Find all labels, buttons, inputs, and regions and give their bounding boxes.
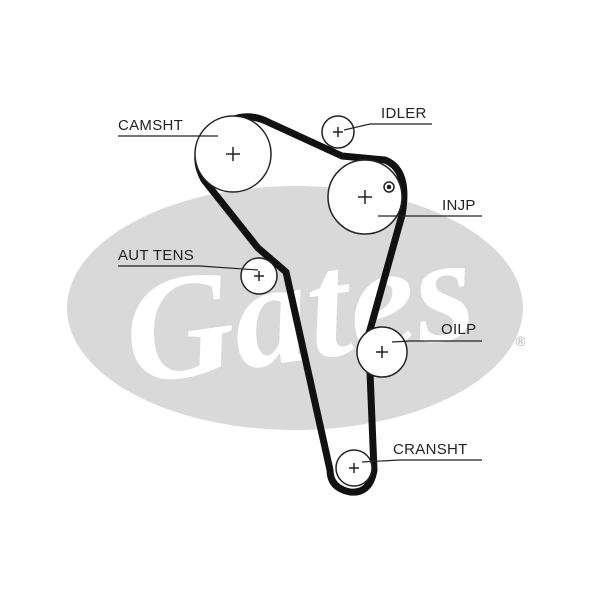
injp-label: INJP bbox=[442, 197, 476, 214]
pulleys bbox=[194, 115, 408, 487]
injection-pump-pulley bbox=[327, 159, 403, 235]
idler-label: IDLER bbox=[381, 105, 427, 122]
aut-tens-label: AUT TENS bbox=[118, 247, 194, 264]
component-labels: CAMSHT IDLER INJP AUT TENS OILP CRANSHT bbox=[118, 105, 476, 458]
idler-pulley bbox=[321, 115, 355, 149]
aut-tens-leader bbox=[118, 265, 259, 271]
leader-lines bbox=[118, 123, 482, 463]
auto-tensioner-pulley bbox=[240, 257, 278, 295]
registered-mark: ® bbox=[514, 335, 527, 350]
crankshaft-pulley bbox=[335, 449, 373, 487]
camshaft-label: CAMSHT bbox=[118, 117, 183, 134]
oil-pump-pulley bbox=[356, 326, 408, 378]
cranshaft-leader bbox=[361, 459, 482, 463]
idler-leader bbox=[343, 123, 432, 131]
cranshaft-label: CRANSHT bbox=[393, 441, 468, 458]
camshaft-pulley bbox=[194, 115, 272, 193]
oilp-leader bbox=[391, 340, 482, 343]
oilp-label: OILP bbox=[441, 321, 476, 338]
